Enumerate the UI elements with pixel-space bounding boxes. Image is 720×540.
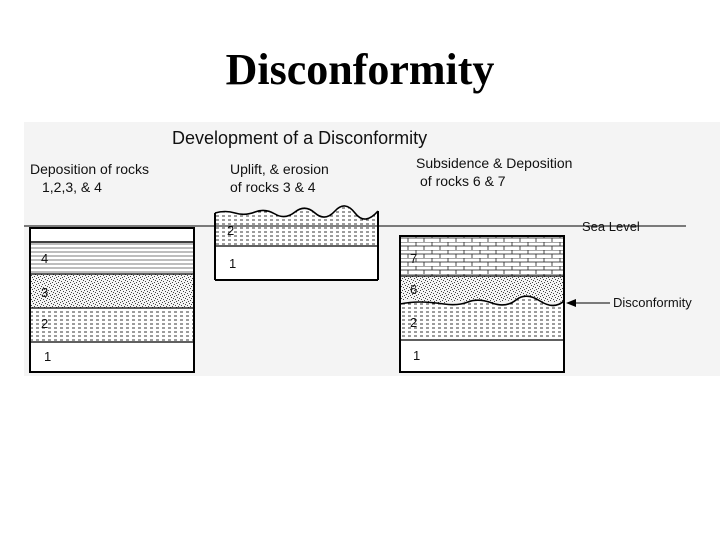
disconformity-diagram: Development of a Disconformity Depositio… <box>24 122 720 376</box>
stage2-caption-line2: of rocks 3 & 4 <box>230 179 316 195</box>
stage3-caption-line1: Subsidence & Deposition <box>416 155 572 171</box>
col2-erosion-surface <box>214 205 379 220</box>
column-1: 4 3 2 1 <box>29 227 195 373</box>
col3-layer-1 <box>400 340 564 372</box>
col3-label-7: 7 <box>410 251 417 266</box>
col1-label-2: 2 <box>41 316 48 331</box>
stage1-caption-line2: 1,2,3, & 4 <box>42 179 102 195</box>
col3-label-6: 6 <box>410 282 417 297</box>
col1-layer-3 <box>30 274 194 308</box>
disconformity-arrow <box>566 299 610 307</box>
column-3: 7 6 2 1 <box>399 235 565 373</box>
col3-layer-2 <box>400 296 564 340</box>
col1-label-1: 1 <box>44 349 51 364</box>
column-2: 2 1 <box>214 205 379 281</box>
col1-layer-1 <box>30 342 194 372</box>
stage3-caption-line2: of rocks 6 & 7 <box>420 173 506 189</box>
col3-label-2: 2 <box>410 315 417 330</box>
col1-label-4: 4 <box>41 251 48 266</box>
sea-level-label: Sea Level <box>582 219 640 234</box>
slide-title: Disconformity <box>225 45 495 94</box>
col2-label-1: 1 <box>229 256 236 271</box>
figure-title: Development of a Disconformity <box>172 128 427 148</box>
col1-label-3: 3 <box>41 285 48 300</box>
col3-label-1: 1 <box>413 348 420 363</box>
col1-layer-4 <box>30 242 194 274</box>
col1-layer-2 <box>30 308 194 342</box>
col1-top-band <box>30 228 194 242</box>
arrowhead-icon <box>566 299 576 307</box>
col2-label-2: 2 <box>227 223 234 238</box>
col3-layer-7 <box>400 236 564 276</box>
disconformity-label: Disconformity <box>613 295 692 310</box>
stage1-caption-line1: Deposition of rocks <box>30 161 149 177</box>
col3-disconformity-surface <box>399 295 565 307</box>
col2-layer-1 <box>215 246 378 280</box>
stage2-caption-line1: Uplift, & erosion <box>230 161 329 177</box>
